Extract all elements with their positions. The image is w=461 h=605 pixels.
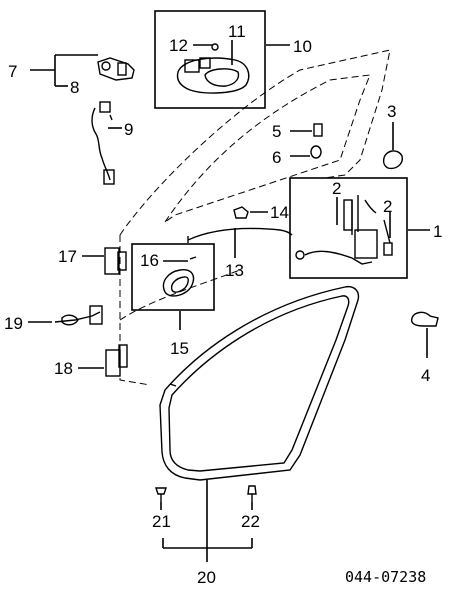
weatherstrip-part xyxy=(159,285,360,481)
door-check-part xyxy=(54,305,103,326)
callout-7: 7 xyxy=(8,62,17,81)
callout-10: 10 xyxy=(293,37,312,56)
inside-handle-part xyxy=(162,256,197,297)
callout-12: 12 xyxy=(169,36,188,55)
clip-part xyxy=(310,123,323,159)
callout-4: 4 xyxy=(421,366,430,385)
outside-handle-box xyxy=(154,10,266,109)
outside-handle-part xyxy=(176,43,250,94)
door-lock-part xyxy=(295,195,393,265)
callout-13: 13 xyxy=(225,261,244,280)
callout-18: 18 xyxy=(54,359,73,378)
upper-hinge-part xyxy=(104,247,127,275)
inside-handle-box xyxy=(131,243,215,311)
door-outline xyxy=(119,49,391,386)
callout-5: 5 xyxy=(272,122,281,141)
callout-9: 9 xyxy=(124,120,133,139)
wire-harness-part xyxy=(91,101,115,185)
callout-20: 20 xyxy=(197,568,216,587)
striker-part xyxy=(382,150,403,170)
diagram-code: 044-07238 xyxy=(345,568,426,586)
callout-2-left: 2 xyxy=(332,179,341,198)
lower-hinge-part xyxy=(105,344,128,377)
clip-22-part xyxy=(247,485,257,502)
callout-2-right: 2 xyxy=(383,197,392,216)
clip-21-part xyxy=(155,487,167,502)
callout-21: 21 xyxy=(152,512,171,531)
callout-15: 15 xyxy=(170,339,189,358)
lock-assembly-box xyxy=(289,177,408,279)
lock-cylinder-part xyxy=(97,57,135,81)
callout-8: 8 xyxy=(70,78,79,97)
callout-11: 11 xyxy=(228,22,246,41)
callout-3: 3 xyxy=(387,102,396,121)
callout-1: 1 xyxy=(433,222,442,241)
callout-17: 17 xyxy=(58,247,77,266)
callout-6: 6 xyxy=(272,148,281,167)
callout-22: 22 xyxy=(241,512,260,531)
callout-19: 19 xyxy=(4,314,23,333)
clip-14-part xyxy=(233,206,249,219)
callout-14: 14 xyxy=(270,203,289,222)
callout-16: 16 xyxy=(140,251,159,270)
bumper-part xyxy=(410,311,439,327)
lock-rod-part xyxy=(187,227,293,243)
